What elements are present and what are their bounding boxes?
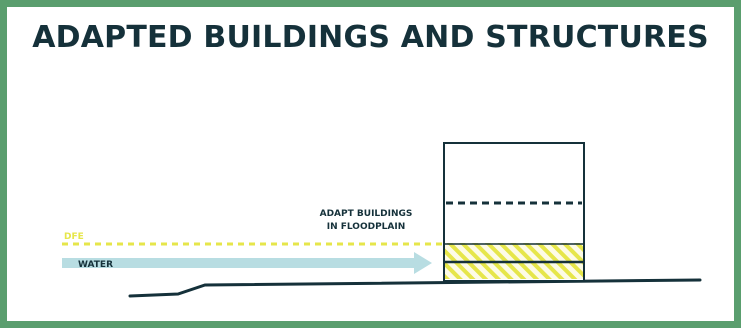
water-label: WATER [78, 260, 113, 270]
page-title: ADAPTED BUILDINGS AND STRUCTURES [32, 20, 709, 55]
water-arrow [62, 252, 432, 274]
adapt-label-line2: IN FLOODPLAIN [327, 222, 406, 232]
ground-line [128, 278, 702, 298]
dfe-label: DFE [64, 232, 84, 242]
adapt-label-line1: ADAPT BUILDINGS [320, 209, 413, 219]
